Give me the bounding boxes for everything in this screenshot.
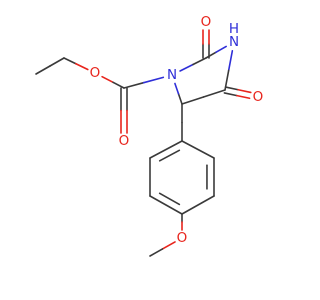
bond-aryl-inner-6 [158,149,181,162]
bond-ch2-oester-a [63,57,77,65]
oxygen-methoxy-label: O [177,230,188,246]
oxygen-c4-label: O [253,89,264,105]
bond-c2-nh-a [205,51,217,59]
bond-c4-o-1-b [237,88,252,94]
bond-nh-c4-a [227,50,234,72]
bond-ccarbonyl-n1-a [123,81,145,89]
bond-aryl-4 [149,195,183,215]
bond-aryl-inner-4 [158,192,181,206]
oxygen-ester-ether-label: O [90,65,101,81]
oxygen-c2-label: O [201,14,212,30]
bond-c5-n1-b [174,82,180,95]
bond-oester-ccarbonyl-b [112,81,125,89]
bond-c4-o-2-b [236,94,251,100]
hydrogen-nh-label: H [229,21,239,37]
bond-ch3-ch2-b [49,57,65,67]
bond-c5-n1-a [177,92,183,105]
bond-omethoxy-ch3-a [161,241,176,250]
bond-c2-nh-b [215,45,227,54]
bond-c4-c5-a [202,89,226,98]
bond-oester-ccarbonyl-a [101,75,114,84]
bond-c4-c5-b [181,96,205,105]
bond-n1-c2-a [179,63,194,72]
bond-c4-o-1-a [224,86,240,91]
bond-aryl-6 [149,140,183,159]
nitrogen-nh-label: N [229,34,239,50]
bond-ch3-ch2-a [35,65,51,75]
bond-ccarbonyl-n1-b [142,76,165,84]
bond-aryl-1 [181,140,215,159]
bond-c4-o-2-a [223,92,238,97]
bond-omethoxy-ch3-b [149,248,164,257]
bond-ch2-oester-b [75,62,89,71]
bond-aryl-3 [181,195,215,215]
nitrogen-n1-label: N [167,67,177,83]
oxygen-ester-carbonyl-label: O [119,133,130,149]
bond-n1-c2-b [192,57,207,66]
